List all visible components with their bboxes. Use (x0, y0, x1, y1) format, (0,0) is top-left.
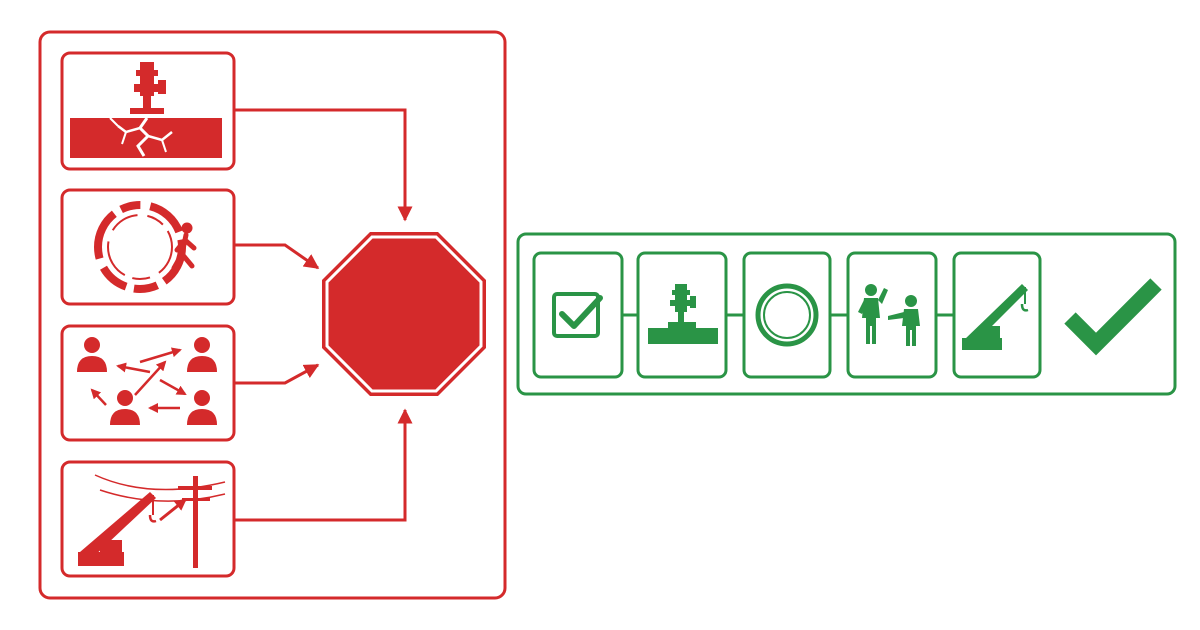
outrigger-mat-icon (648, 284, 718, 344)
hazard-card-communication (60, 324, 236, 442)
hazard-card-swing-radius (60, 188, 236, 306)
signal-person-icon (858, 284, 920, 346)
arrow-powerlines-to-stop (234, 408, 413, 522)
outrigger-ground-crack-icon (70, 62, 222, 158)
checklist-step-signal-person (846, 251, 938, 379)
approved-checkmark-icon (1064, 278, 1162, 356)
inspection-checkbox-icon (552, 292, 603, 338)
hazard-card-ground-failure (60, 51, 236, 171)
checklist-step-inspection (532, 251, 624, 379)
hazard-card-power-lines (60, 460, 236, 578)
checklist-step-outrigger-mat (636, 251, 728, 379)
crane-power-line-icon (78, 474, 226, 568)
checklist-step-crane-lift (952, 251, 1042, 379)
worker-figure (187, 337, 217, 372)
checklist-step-barrier (742, 251, 832, 379)
swing-radius-barrier-icon (755, 283, 819, 347)
safety-checklist-panel (516, 232, 1177, 396)
broken-swing-radius-pedestrian-icon (94, 201, 197, 293)
stop-sign-icon (322, 232, 486, 396)
safe-crane-lift-icon (962, 284, 1029, 350)
arrow-ground-to-stop (234, 108, 413, 222)
hazard-arrows (234, 108, 413, 522)
hazard-panel (38, 30, 507, 600)
arrow-swing-to-stop (234, 243, 320, 270)
arrow-communication-to-stop (234, 363, 320, 385)
crowded-workers-arrows-icon (77, 337, 217, 425)
checklist-frame (516, 232, 1177, 396)
worker-figure (77, 337, 107, 372)
hazard-panel-frame (38, 30, 507, 600)
worker-figure (187, 390, 217, 425)
worker-figure (110, 390, 140, 425)
